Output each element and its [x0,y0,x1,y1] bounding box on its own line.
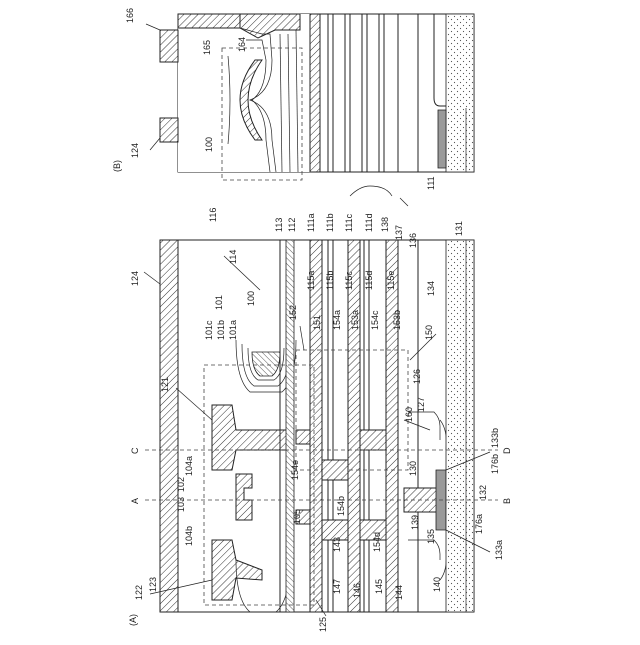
label-111b: 111b [325,213,335,232]
layer-112 [286,240,294,612]
label-b: B [502,498,512,504]
layer-115c [348,240,360,612]
label-112: 112 [287,218,297,232]
label-166: 166 [125,8,135,23]
label-135: 135 [426,529,436,544]
label-138: 138 [380,217,390,232]
layer-115e [386,240,398,612]
layer-115a [310,240,322,612]
label-137: 137 [394,225,404,240]
label-103: 103 [176,497,186,512]
label-154a: 154a [332,310,342,330]
label-100: 100 [246,291,256,306]
label-154e: 154e [290,460,300,480]
label-143: 143 [332,537,342,552]
label-121: 121 [160,377,170,392]
panel-a: (A) 124 116 114 113 112 111a 111b 111c 1… [128,186,512,632]
label-153b: 153b [392,310,402,330]
plug-154e [296,430,310,444]
label-153a: 153a [350,310,360,330]
label-115e: 115e [386,271,396,290]
label-111a: 111a [306,213,316,232]
label-131: 131 [454,221,464,236]
label-105: 105 [292,509,302,524]
label-132: 132 [478,485,488,500]
layer-166 [178,14,240,28]
label-164: 164 [237,37,247,52]
label-154b: 154b [336,496,346,516]
label-154d: 154d [372,532,382,552]
label-146: 146 [352,583,362,598]
panel-b-label: (B) [112,160,122,172]
label-152: 152 [288,305,298,320]
layer-124 [160,240,178,612]
label-101: 101 [214,295,224,310]
label-115a: 115a [306,271,316,290]
label-111-b: 111 [426,176,436,190]
layer-111d [364,240,369,612]
label-113: 113 [274,218,284,232]
label-123: 123 [148,577,158,592]
label-101b: 101b [216,320,226,340]
label-127: 127 [416,397,426,412]
label-126: 126 [412,369,422,384]
plug-146 [360,430,386,450]
label-116: 116 [208,208,218,222]
label-101c: 101c [204,320,214,340]
label-124: 124 [130,271,140,286]
label-133b: 133b [490,428,500,448]
label-147: 147 [332,579,342,594]
label-130: 130 [408,461,418,476]
label-a: A [130,498,140,504]
substrate-131 [446,240,474,612]
label-115c: 115c [344,271,354,290]
label-115b: 115b [325,271,335,290]
layer-112-b [310,14,320,172]
label-d: D [502,447,512,454]
layer-111b [328,240,333,612]
plug-143 [322,460,348,480]
label-160: 160 [404,407,414,422]
label-115d: 115d [364,271,374,290]
channel-101 [252,352,280,376]
label-104a: 104a [184,456,194,476]
label-165: 165 [202,40,212,55]
label-124-b: 124 [130,143,140,158]
label-133a: 133a [494,540,504,560]
substrate-b [446,14,474,172]
label-c: C [130,447,140,454]
label-139: 139 [410,515,420,530]
label-145: 145 [374,579,384,594]
label-176a: 176a [474,514,484,534]
bump-124-top [160,30,178,62]
panel-b: (B) 166 165 164 124 100 111 [112,8,474,190]
label-122: 122 [134,585,144,600]
label-151: 151 [312,315,322,330]
label-104b: 104b [184,526,194,546]
label-101a: 101a [228,320,238,340]
label-144: 144 [394,585,404,600]
label-134: 134 [426,281,436,296]
panel-a-label: (A) [128,614,138,626]
label-140: 140 [432,577,442,592]
label-125: 125 [318,617,328,632]
label-102: 102 [176,477,186,492]
label-100-b: 100 [204,137,214,152]
label-136: 136 [408,233,418,248]
label-111c: 111c [344,213,354,232]
bump-124 [160,118,178,142]
label-176b: 176b [490,454,500,474]
label-154c: 154c [370,310,380,330]
label-111d: 111d [364,213,374,232]
label-114: 114 [228,250,238,264]
